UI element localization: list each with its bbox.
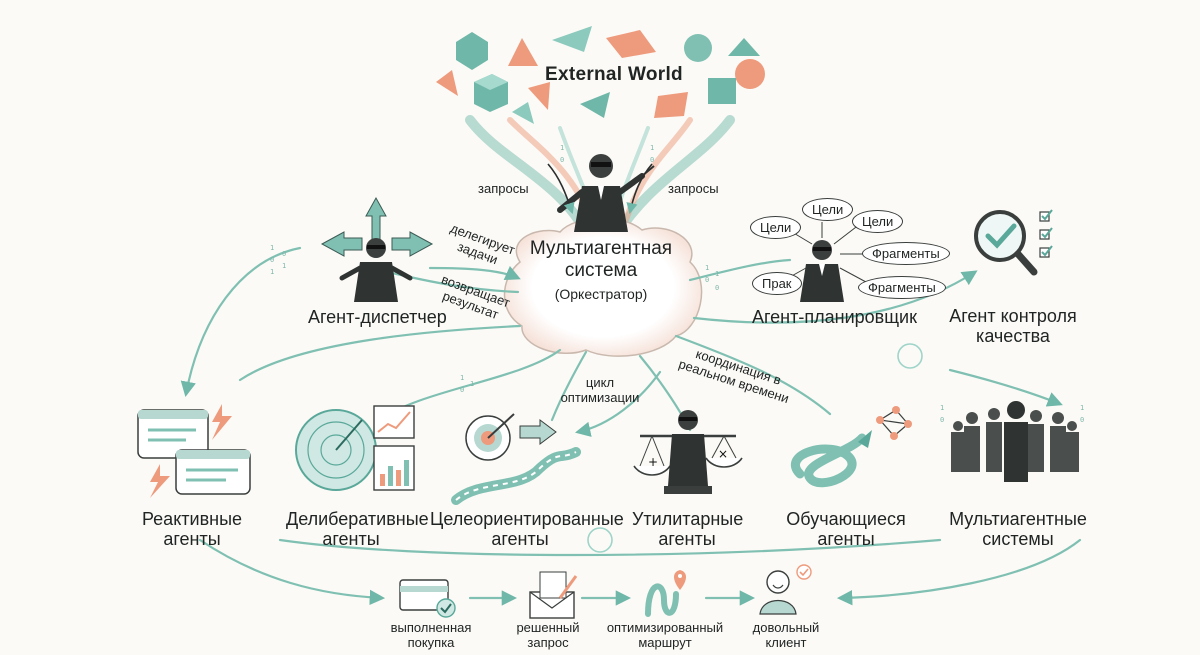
outcome-resolved: решенный запрос [516, 620, 580, 650]
orchestrator-subtitle: (Оркестратор) [554, 285, 648, 302]
spiral-network-icon [790, 406, 912, 488]
external-world-title: External World [545, 64, 683, 85]
planner-bubble: Цели [802, 198, 854, 221]
radar-chart-icon [295, 405, 415, 491]
envelope-pen-icon [529, 571, 578, 619]
svg-text:0: 0 [715, 284, 719, 292]
svg-text:0: 0 [560, 156, 564, 164]
agents-group-icon [951, 401, 1079, 482]
svg-text:0: 0 [940, 416, 944, 424]
svg-text:1: 1 [460, 374, 464, 382]
optimization-label: цикл оптимизации [560, 375, 640, 405]
planner-bubble: Фрагменты [862, 242, 950, 265]
svg-text:1: 1 [470, 380, 474, 388]
target-road-icon [451, 413, 581, 505]
scales-icon: + × [633, 410, 743, 494]
agent-type-deliberative: Делиберативные агенты [286, 509, 429, 550]
external-world-shapes [436, 26, 765, 124]
agent-type-multiagent: Мультиагентные системы [949, 509, 1087, 550]
svg-text:1: 1 [560, 144, 564, 152]
agent-type-utility: Утилитарные агенты [632, 509, 744, 550]
planner-agent-label: Агент-планировщик [752, 307, 917, 327]
outcome-client: довольный клиент [752, 620, 820, 650]
svg-text:×: × [718, 447, 728, 461]
outcome-route: оптимизированный маршрут [606, 620, 724, 650]
svg-text:0: 0 [650, 156, 654, 164]
outcome-purchase: выполненная покупка [390, 620, 472, 650]
svg-text:1: 1 [270, 244, 274, 252]
agent-type-goal: Целеориентированные агенты [430, 509, 624, 550]
magnifier-check-icon [974, 209, 1053, 276]
planner-agent-icon [787, 222, 868, 302]
svg-text:0: 0 [270, 256, 274, 264]
cycle-icon [587, 527, 613, 553]
orchestrator: Мультиагентная система (Оркестратор) [508, 238, 694, 302]
dispatcher-agent-label: Агент-диспетчер [308, 307, 447, 327]
cycle-icon [897, 343, 923, 369]
orchestrator-cloud [503, 217, 703, 357]
planner-bubble: Цели [852, 210, 904, 233]
route-pin-icon [645, 570, 686, 617]
svg-text:1: 1 [940, 404, 944, 412]
svg-text:+: + [648, 455, 658, 469]
svg-text:1: 1 [270, 268, 274, 276]
svg-text:1: 1 [705, 264, 709, 272]
requests-label-right: запросы [668, 181, 719, 196]
request-arrow-right [626, 163, 653, 215]
requests-label-left: запросы [478, 181, 529, 196]
happy-client-icon [759, 564, 812, 615]
planner-bubble: Фрагменты [858, 276, 946, 299]
conductor-agent-icon [557, 154, 655, 232]
svg-text:0: 0 [460, 386, 464, 394]
svg-text:0: 0 [705, 276, 709, 284]
agent-type-learning: Обучающиеся агенты [786, 509, 906, 550]
orchestrator-title: Мультиагентная система [529, 238, 673, 281]
agent-type-reactive: Реактивные агенты [141, 509, 243, 550]
svg-text:0: 0 [1080, 416, 1084, 424]
card-check-icon [399, 579, 456, 618]
chat-lightning-icon [137, 404, 251, 498]
dispatcher-agent-icon [320, 196, 434, 302]
svg-text:1: 1 [1080, 404, 1084, 412]
svg-text:1: 1 [650, 144, 654, 152]
svg-text:1: 1 [715, 270, 719, 278]
quality-agent-label: Агент контроля качества [949, 306, 1077, 347]
request-arrow-left [547, 163, 575, 215]
planner-bubble: Цели [750, 216, 802, 239]
svg-text:0: 0 [282, 250, 286, 258]
planner-bubble: Прак [752, 272, 802, 295]
svg-text:1: 1 [282, 262, 286, 270]
